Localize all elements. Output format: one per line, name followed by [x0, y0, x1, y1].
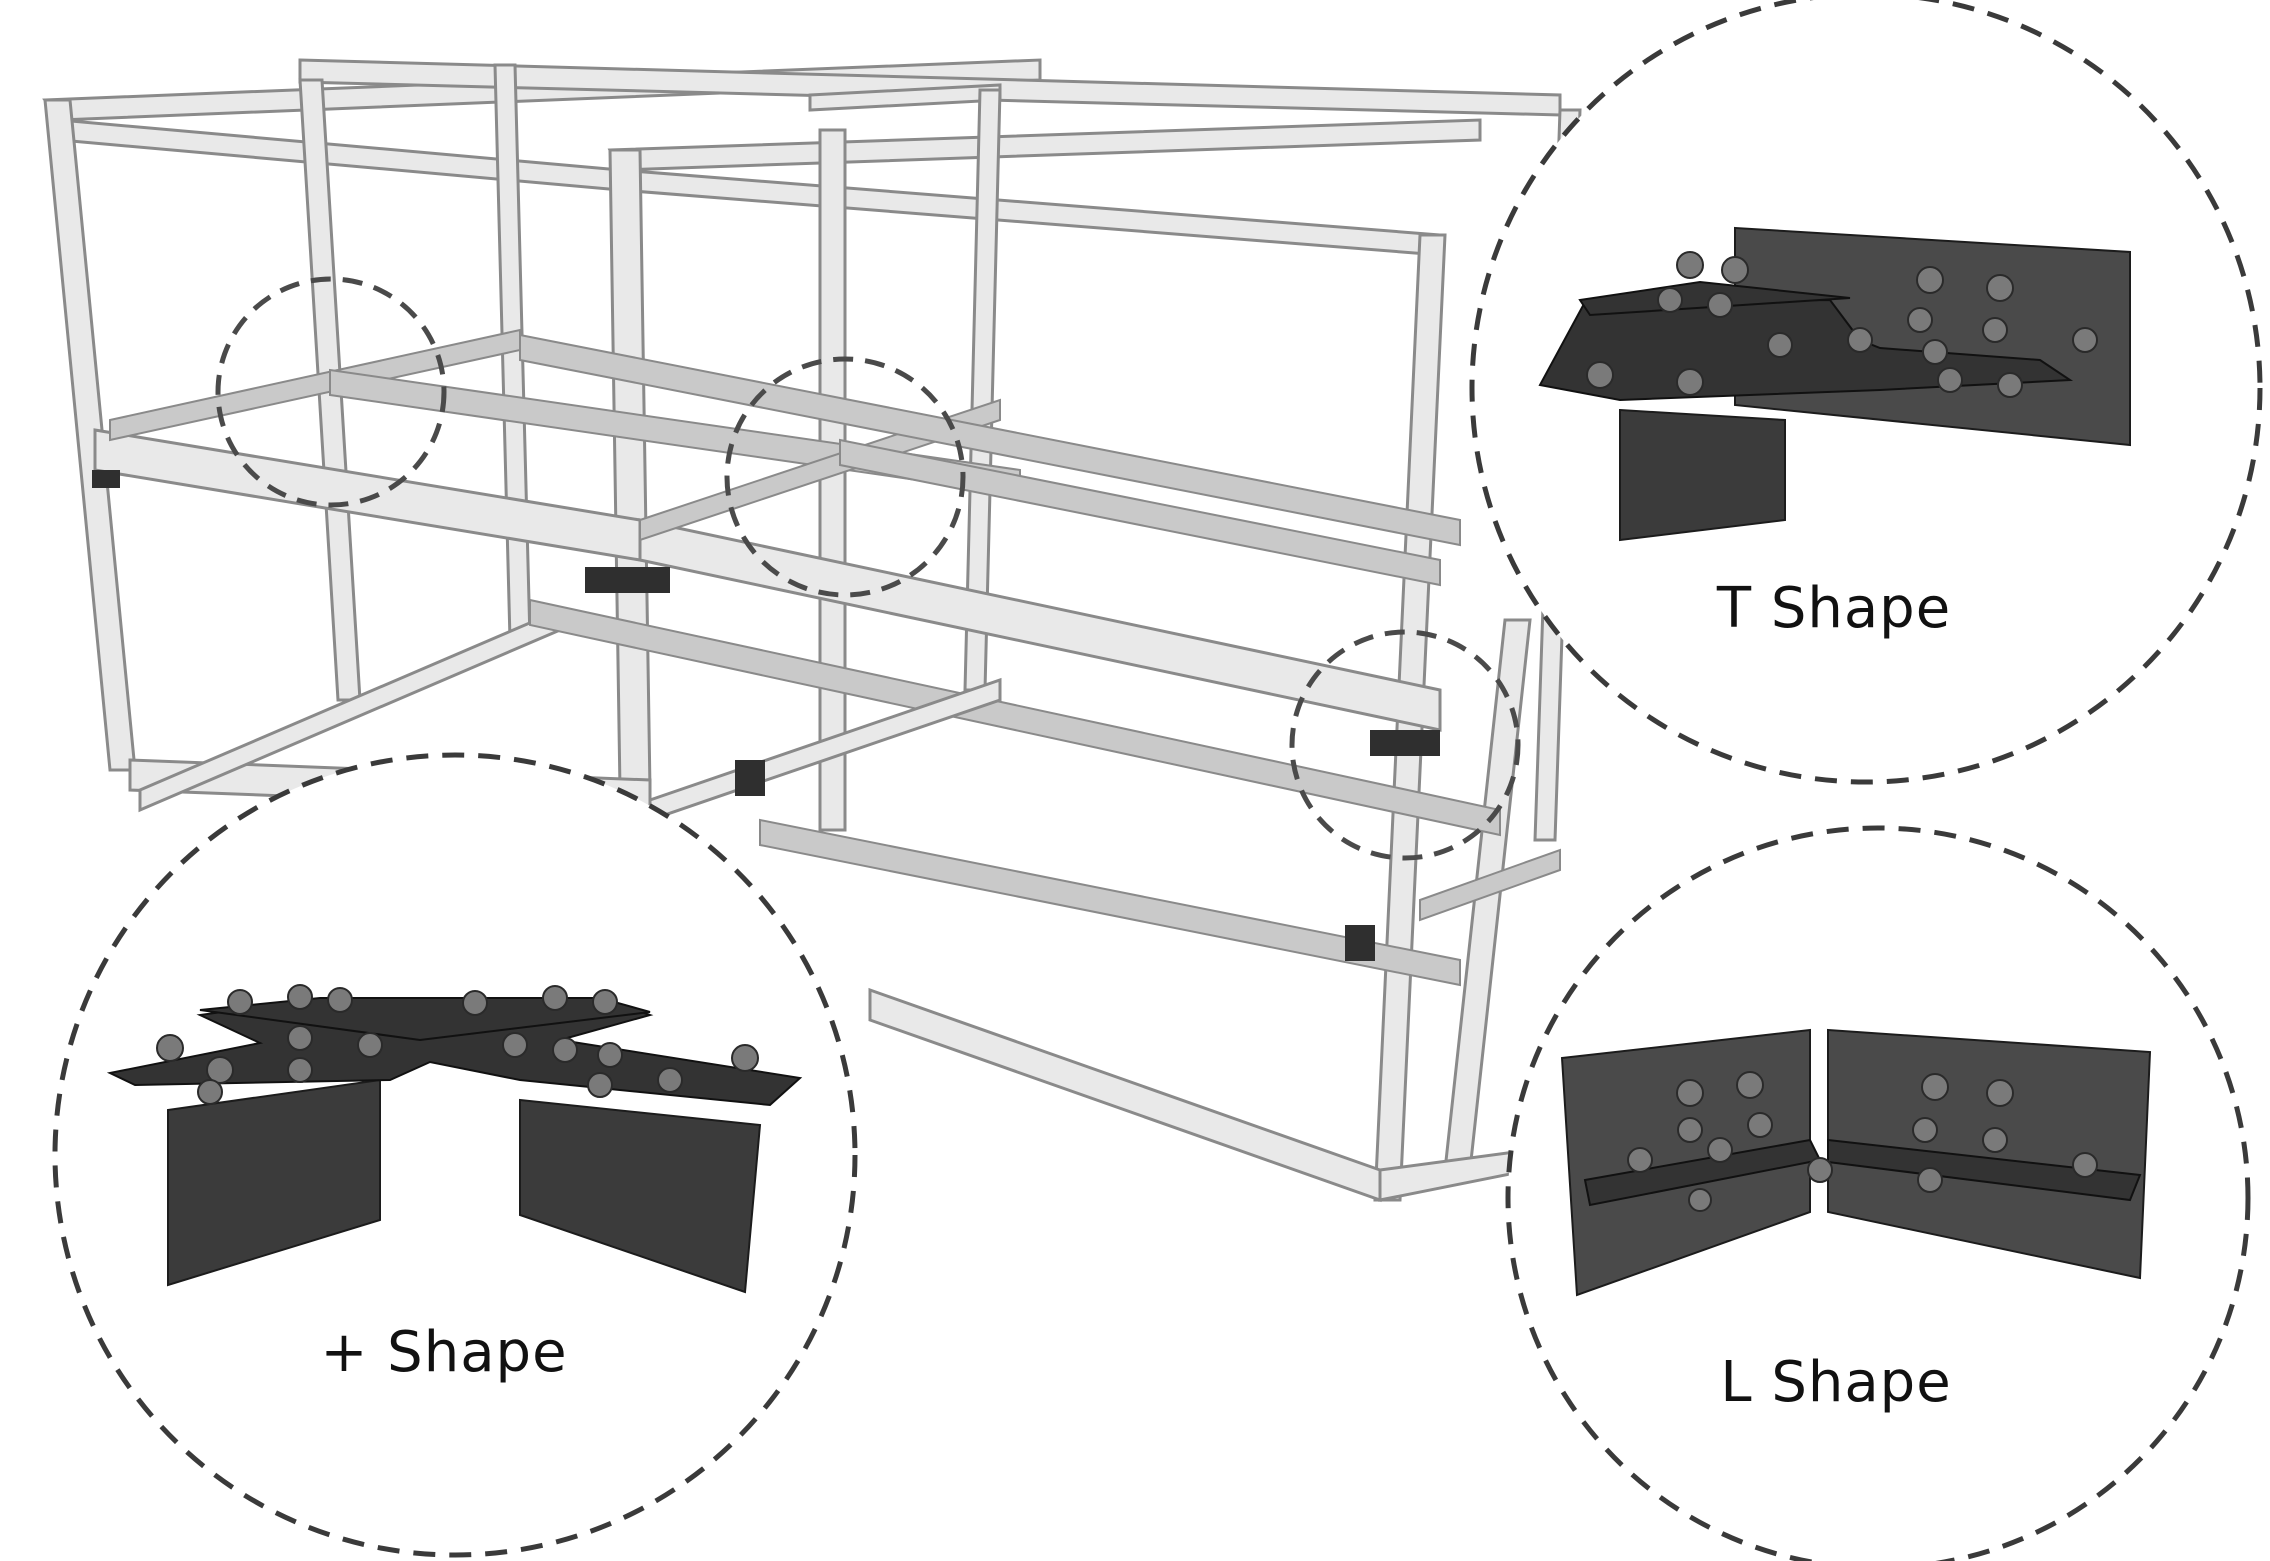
steel-frame-structure [42, 58, 1582, 1203]
t-shape-joint-illustration [1538, 226, 2131, 542]
l-shape-joint-illustration [1560, 1028, 2152, 1297]
plus-shape-label: + Shape [320, 1320, 567, 1385]
t-joint-marker [215, 276, 447, 508]
t-shape-callout: T Shape [1469, 0, 2263, 785]
plus-joint-marker [724, 356, 966, 598]
plus-shape-callout: + Shape [52, 752, 858, 1558]
l-shape-label: L Shape [1720, 1350, 1951, 1415]
l-joint-marker [1289, 629, 1521, 861]
plus-shape-joint-illustration [106, 984, 803, 1294]
t-shape-label: T Shape [1716, 576, 1951, 641]
l-shape-callout: L Shape [1505, 825, 2251, 1561]
